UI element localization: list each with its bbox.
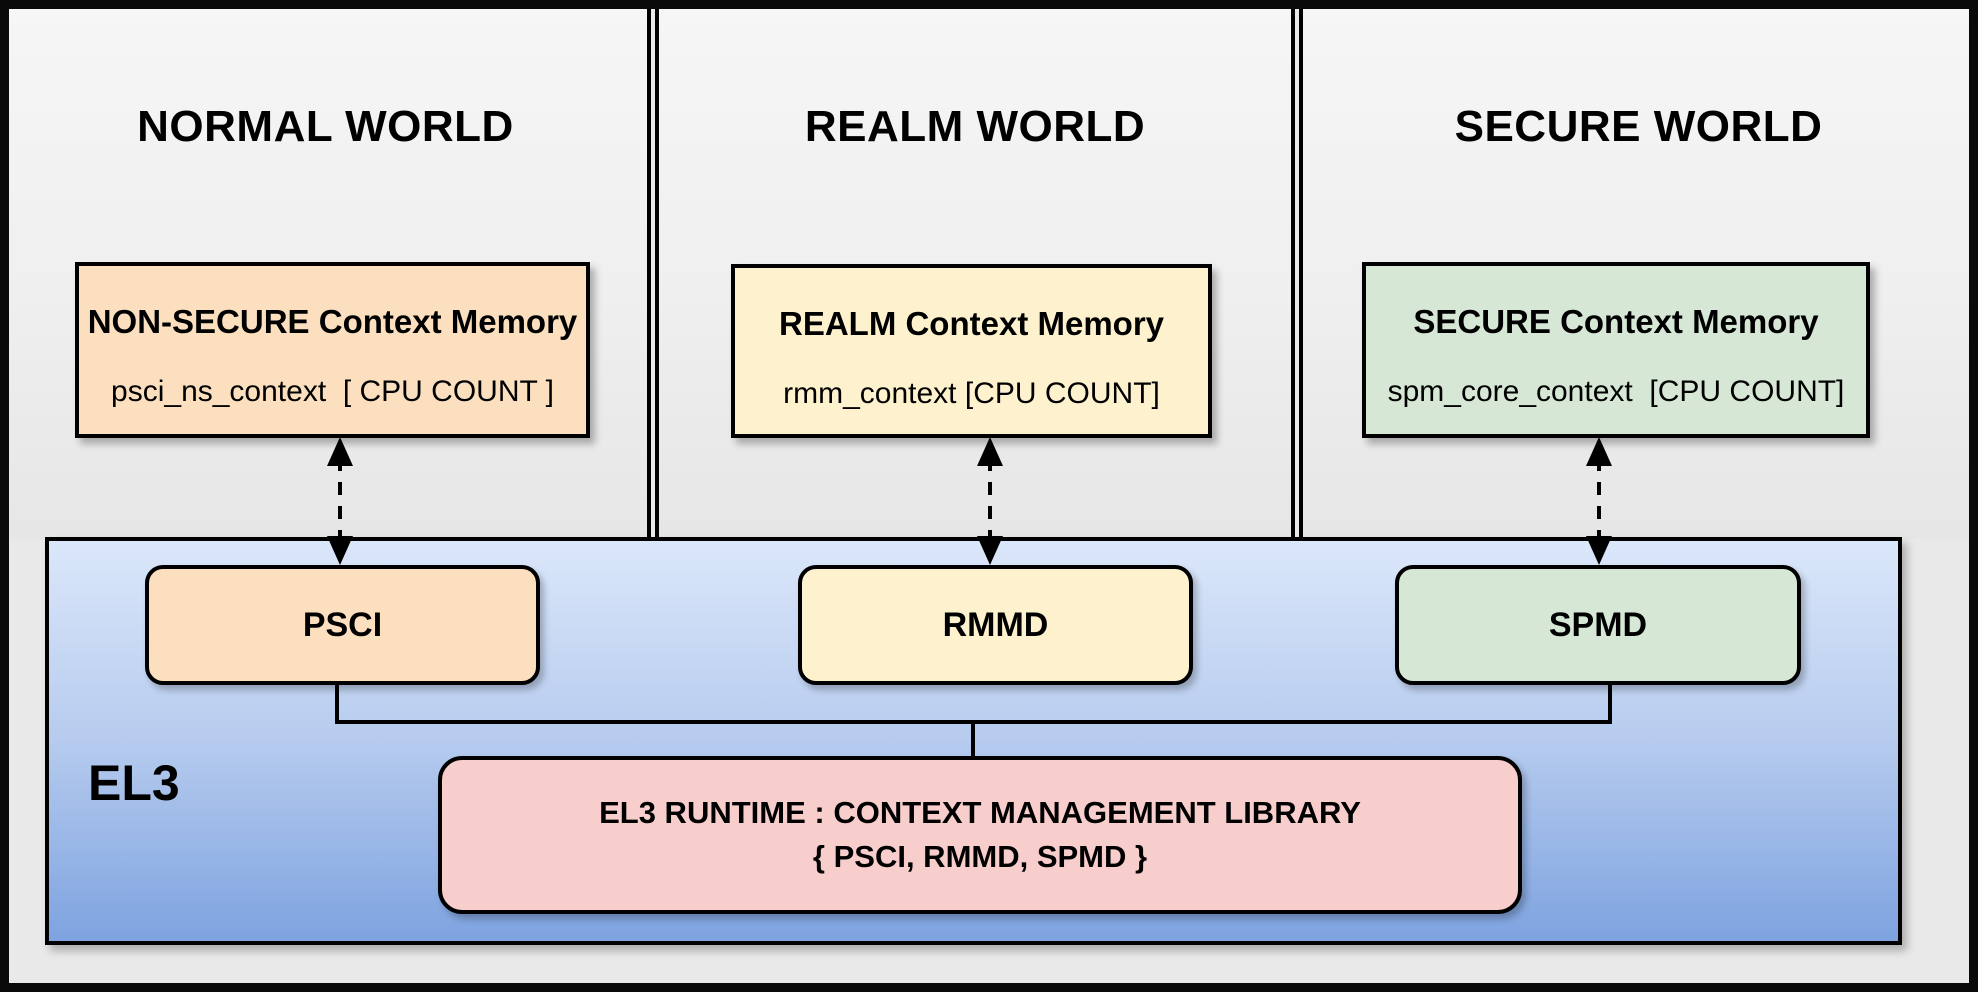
context-box-title: REALM Context Memory	[778, 305, 1165, 342]
runtime-box-line1: EL3 RUNTIME : CONTEXT MANAGEMENT LIBRARY	[599, 795, 1361, 830]
context-box-title: SECURE Context Memory	[1413, 303, 1819, 340]
world-title-secure: SECURE WORLD	[1454, 102, 1823, 151]
context-box-subtitle: spm_core_context [CPU COUNT]	[1387, 375, 1845, 408]
psci-box: PSCI	[145, 565, 540, 685]
context-box-subtitle: rmm_context [CPU COUNT]	[783, 377, 1160, 410]
rmmd-box: RMMD	[798, 565, 1193, 685]
world-title-normal: NORMAL WORLD	[137, 102, 514, 151]
context-memory-box-nonsecure: NON-SECURE Context Memory psci_ns_contex…	[75, 262, 590, 438]
context-box-title: NON-SECURE Context Memory	[87, 303, 578, 340]
context-memory-box-realm: REALM Context Memory rmm_context [CPU CO…	[731, 264, 1212, 438]
context-memory-box-secure: SECURE Context Memory spm_core_context […	[1362, 262, 1870, 438]
el3-label: EL3	[88, 755, 180, 811]
el3-runtime-box: EL3 RUNTIME : CONTEXT MANAGEMENT LIBRARY…	[438, 756, 1522, 914]
spmd-box: SPMD	[1395, 565, 1801, 685]
context-box-subtitle: psci_ns_context [ CPU COUNT ]	[111, 375, 554, 408]
world-title-realm: REALM WORLD	[804, 102, 1146, 151]
runtime-box-line2: { PSCI, RMMD, SPMD }	[812, 839, 1148, 874]
